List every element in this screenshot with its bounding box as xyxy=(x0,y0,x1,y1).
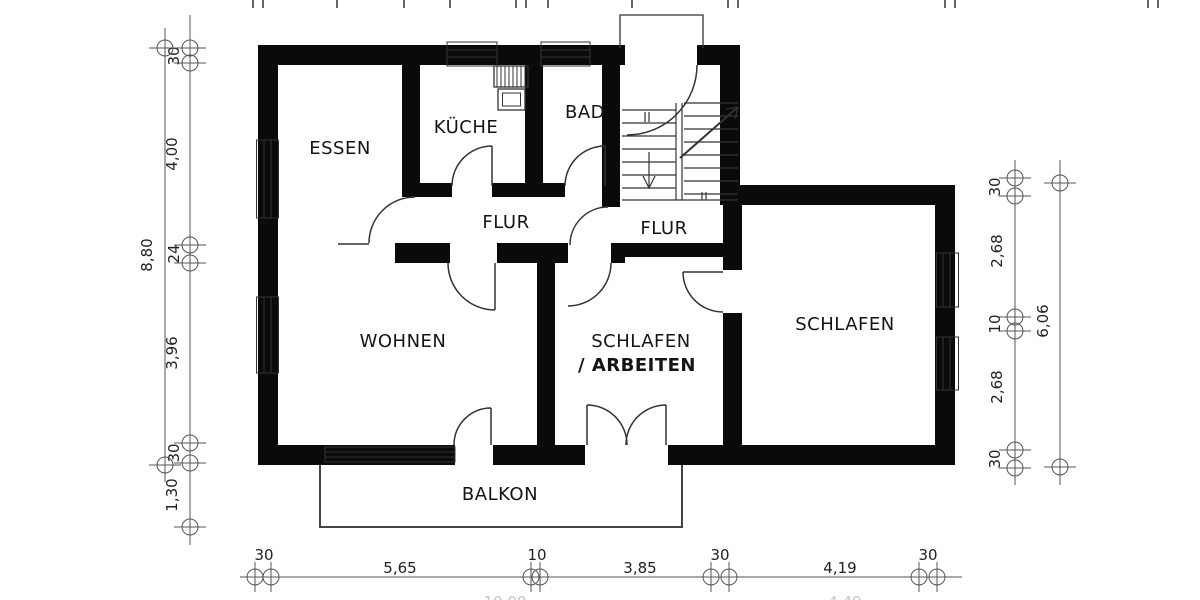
label-flur-right: FLUR xyxy=(640,218,687,239)
label-balkon: BALKON xyxy=(462,484,538,505)
dim-bottom-30a: 30 xyxy=(254,546,273,564)
dim-bottom-385: 3,85 xyxy=(623,559,656,577)
dim-bottom-565: 5,65 xyxy=(383,559,416,577)
dim-left-400: 4,00 xyxy=(163,137,181,170)
wall-right xyxy=(935,185,955,465)
dim-chain-left-outer: 8,80 xyxy=(138,28,181,482)
flur-connect-door xyxy=(569,206,609,246)
wall-bottom-c xyxy=(668,445,955,465)
dim-bottom-419: 4,19 xyxy=(823,559,856,577)
wall-essen-kueche xyxy=(402,65,420,195)
windows xyxy=(256,41,959,463)
dim-right-606: 6,06 xyxy=(1034,304,1052,337)
kueche-door xyxy=(451,145,493,187)
dim-chain-right-outer: 6,06 xyxy=(1034,160,1076,485)
entrance-door-arc xyxy=(626,64,698,136)
dim-right-268b: 2,68 xyxy=(988,370,1006,403)
label-essen: ESSEN xyxy=(309,138,371,159)
balcony-outline xyxy=(319,465,683,528)
stair-tick-top xyxy=(644,112,650,122)
wall-top-a xyxy=(258,45,625,65)
window-left-wohnen xyxy=(256,296,279,374)
wall-kueche-bad xyxy=(525,65,543,195)
dim-left-130: 1,30 xyxy=(163,478,181,511)
window-top-kueche xyxy=(446,41,498,67)
window-bottom-wohnen xyxy=(324,446,456,463)
dim-left-396: 3,96 xyxy=(163,336,181,369)
window-right-schlafen-1 xyxy=(936,252,959,308)
stair-arrowhead-up xyxy=(725,106,739,120)
dim-bottom-10: 10 xyxy=(527,546,546,564)
wall-bad-stair xyxy=(602,65,620,207)
window-right-schlafen-2 xyxy=(936,336,959,391)
dim-chain-left-inner: 30 4,00 24 3,96 30 1,30 xyxy=(163,15,206,545)
walls xyxy=(258,45,955,465)
essen-door xyxy=(338,196,416,245)
label-kueche: KÜCHE xyxy=(434,116,498,138)
dim-bottom-cut-449: 4,49 xyxy=(828,593,861,600)
wall-flur-bottom-a xyxy=(395,243,450,263)
wall-flur-top-b xyxy=(492,183,565,197)
wall-bottom-b xyxy=(493,445,585,465)
bad-door xyxy=(564,145,606,187)
dim-right-268a: 2,68 xyxy=(988,234,1006,267)
kitchen-unit xyxy=(493,65,529,111)
dim-right-10: 10 xyxy=(986,314,1004,333)
top-dim-remnants xyxy=(252,0,1159,8)
label-wohnen: WOHNEN xyxy=(360,331,447,352)
label-schlafen-right: SCHLAFEN xyxy=(795,314,894,335)
wall-wohnen-mid xyxy=(537,263,555,445)
label-flur-left: FLUR xyxy=(482,212,529,233)
wall-left xyxy=(258,45,278,465)
dim-bottom-cut-1000: 10,00 xyxy=(484,593,527,600)
stair-tick-bottom xyxy=(701,192,707,200)
room-labels: ESSEN KÜCHE BAD FLUR FLUR WOHNEN SCHLAFE… xyxy=(309,102,894,505)
window-top-bad xyxy=(540,41,591,67)
wall-mid-right-lower xyxy=(723,313,742,445)
dim-right-30b: 30 xyxy=(986,449,1004,468)
schlafen-right-door xyxy=(682,271,724,313)
wall-flurright-bottom xyxy=(625,243,723,257)
wall-mid-right-upper xyxy=(723,205,742,270)
dim-left-30a: 30 xyxy=(165,46,183,65)
wohnen-door xyxy=(447,262,496,311)
window-left-essen xyxy=(256,139,279,219)
label-schlafen-arbeiten-2: / ARBEITEN xyxy=(578,355,696,376)
wall-flur-bottom-b xyxy=(497,243,568,263)
wall-flur-bottom-c xyxy=(611,243,625,263)
wall-stair-right xyxy=(720,45,740,205)
stair-break-line xyxy=(679,106,739,159)
wall-flur-top-a xyxy=(402,183,452,197)
dim-chain-bottom: 30 5,65 10 3,85 30 4,19 30 10,00 4,49 xyxy=(240,546,962,600)
schlafen-arbeiten-door xyxy=(567,262,612,307)
balkon-french-door xyxy=(586,404,667,446)
dim-left-30b: 30 xyxy=(165,443,183,462)
dim-chain-right-inner: 30 2,68 10 2,68 30 xyxy=(986,160,1031,485)
wall-bottom-a xyxy=(258,445,455,465)
dim-bottom-30c: 30 xyxy=(918,546,937,564)
stove-icon xyxy=(497,88,526,111)
stairs xyxy=(622,102,739,201)
balkon-door-wohnen xyxy=(453,407,492,446)
dim-left-880: 8,80 xyxy=(138,238,156,271)
dim-bottom-30b: 30 xyxy=(710,546,729,564)
dim-left-24: 24 xyxy=(165,244,183,263)
doors xyxy=(338,64,724,446)
label-schlafen-arbeiten-1: SCHLAFEN xyxy=(591,331,690,352)
dim-right-30a: 30 xyxy=(986,177,1004,196)
stair-down-arrow xyxy=(642,152,656,190)
label-bad: BAD xyxy=(565,102,605,123)
wall-rightwing-top xyxy=(740,185,955,205)
entrance-vestibule xyxy=(619,14,704,48)
